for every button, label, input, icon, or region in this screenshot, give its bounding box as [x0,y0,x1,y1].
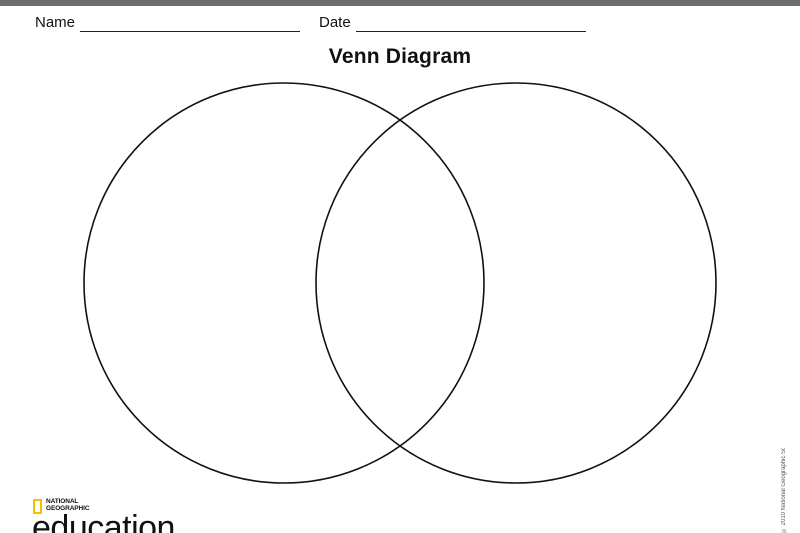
name-field: Name [35,14,301,32]
copyright-notice: © 2010 National Geographic Society [781,448,787,533]
date-blank-line[interactable] [355,17,586,32]
national-geographic-education-logo: NATIONAL GEOGRAPHIC education [32,498,212,533]
date-label: Date [319,14,351,31]
logo-line-2: GEOGRAPHIC [46,505,90,512]
logo-line-1: NATIONAL [46,498,79,505]
logo-publisher: NATIONAL GEOGRAPHIC [46,498,126,512]
right-circle[interactable] [315,82,717,484]
left-circle[interactable] [83,82,485,484]
logo-wordmark: education [32,509,175,533]
page-title: Venn Diagram [328,45,472,68]
name-label: Name [35,14,76,31]
date-field: Date [319,14,586,32]
top-border-bar [0,0,800,6]
name-blank-line[interactable] [80,17,301,32]
yellow-border-icon [33,499,42,514]
